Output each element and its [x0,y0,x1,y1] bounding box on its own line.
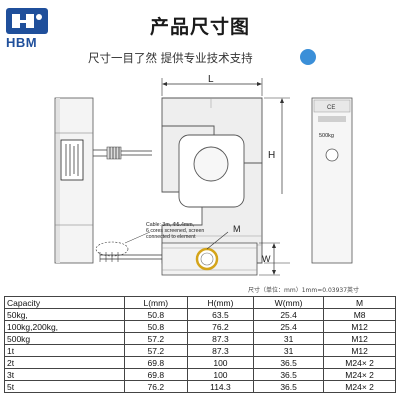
dimension-M-label: M [233,224,241,234]
dimension-L-label: L [208,74,214,85]
cable-note-line-3: connected to element [146,234,196,240]
load-cell-side-view-right: CE [311,97,353,264]
col-l: L(mm) [123,296,188,309]
cell-l: 76.2 [123,380,188,393]
cell-w: 31 [253,332,325,345]
side-capacity-label: 500kg [319,133,334,139]
table-row: 5t 76.2 114.3 36.5 M24× 2 [4,380,396,393]
col-w: W(mm) [253,296,325,309]
cell-w: 31 [253,344,325,357]
cell-m: M24× 2 [323,356,396,369]
table-row: 50kg, 50.8 63.5 25.4 M8 [4,308,396,321]
cell-l: 69.8 [123,368,188,381]
cell-l: 57.2 [123,332,188,345]
table-row: 1t 57.2 87.3 31 M12 [4,344,396,357]
dimension-W [259,242,280,276]
cell-capacity: 50kg, [4,308,125,321]
dimension-H-label: H [268,150,275,161]
load-cell-top-view [95,231,258,276]
cell-capacity: 100kg,200kg, [4,320,125,333]
cell-l: 57.2 [123,344,188,357]
cell-capacity: 1t [4,344,125,357]
cell-l: 50.8 [123,308,188,321]
logo-text: HBM [6,35,38,50]
cell-capacity: 3t [4,368,125,381]
cell-h: 100 [186,356,255,369]
table-row: 3t 69.8 100 36.5 M24× 2 [4,368,396,381]
table-header-row: Capacity L(mm) H(mm) W(mm) M [4,296,396,309]
cell-w: 36.5 [253,368,325,381]
col-capacity: Capacity [4,296,125,309]
dimension-drawing: L H CE 500kg W M [54,74,353,276]
cell-w: 25.4 [253,320,325,333]
cable-note-line-2: 6 cores screened, screen [146,228,204,234]
cell-m: M24× 2 [323,380,396,393]
svg-text:CE: CE [327,105,335,111]
hbm-logo: HBM [6,8,52,50]
cell-m: M12 [323,344,396,357]
cell-capacity: 5t [4,380,125,393]
cell-m: M8 [323,308,396,321]
dimension-W-label: W [262,254,271,264]
cell-l: 69.8 [123,356,188,369]
dimensions-table: Capacity L(mm) H(mm) W(mm) M 50kg, 50.8 … [4,296,396,393]
table-row: 500kg 57.2 87.3 31 M12 [4,332,396,345]
cell-m: M12 [323,320,396,333]
cell-w: 25.4 [253,308,325,321]
dimension-M-leader [206,231,229,250]
col-h: H(mm) [186,296,255,309]
units-note: 尺寸（单位：mm）1mm=0.03937英寸 [248,287,360,294]
cable-note: Cable: 3m, Φ5.4mm, 6 cores screened, scr… [146,222,206,240]
chat-bubble-icon [300,49,316,65]
cable-note-line-1: Cable: 3m, Φ5.4mm, [146,222,194,228]
load-cell-front-view [161,97,263,264]
cell-h: 63.5 [186,308,255,321]
dimension-L [161,78,263,96]
cell-w: 36.5 [253,356,325,369]
hbm-logo-mark [6,8,48,34]
cell-h: 100 [186,368,255,381]
cell-h: 87.3 [186,332,255,345]
cell-m: M24× 2 [323,368,396,381]
cell-w: 36.5 [253,380,325,393]
cell-m: M12 [323,332,396,345]
page-subtitle: 尺寸一目了然 提供专业技术支持 [88,51,253,65]
cell-l: 50.8 [123,320,188,333]
dimension-H [264,97,290,264]
cell-capacity: 2t [4,356,125,369]
table-row: 100kg,200kg, 50.8 76.2 25.4 M12 [4,320,396,333]
load-cell-side-view-left [54,97,152,264]
col-m: M [323,296,396,309]
page-title: 产品尺寸图 [149,16,250,38]
table-row: 2t 69.8 100 36.5 M24× 2 [4,356,396,369]
cell-h: 76.2 [186,320,255,333]
cell-capacity: 500kg [4,332,125,345]
cell-h: 114.3 [186,380,255,393]
cell-h: 87.3 [186,344,255,357]
